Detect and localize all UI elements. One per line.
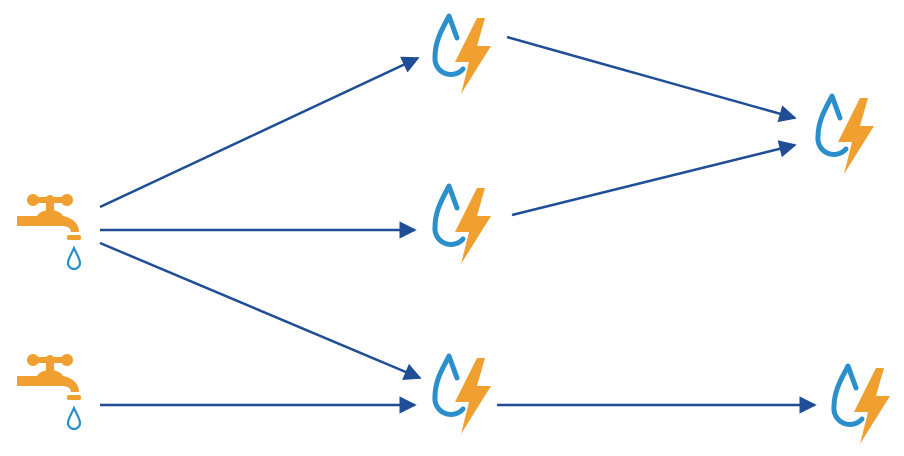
water-energy-icon — [435, 16, 491, 94]
arrow-hydro-2-to-hydro-4 — [511, 140, 797, 217]
water-tap-icon — [15, 352, 83, 431]
arrow-tap-1-to-hydro-1 — [99, 56, 420, 209]
arrow-hydro-1-to-hydro-4 — [506, 35, 797, 123]
arrow-tap-1-to-hydro-3 — [99, 241, 422, 380]
water-energy-icon — [435, 356, 491, 434]
water-energy-icon — [834, 366, 890, 444]
water-energy-icon — [435, 186, 491, 264]
water-energy-icon — [818, 96, 874, 174]
water-tap-icon — [15, 192, 83, 271]
